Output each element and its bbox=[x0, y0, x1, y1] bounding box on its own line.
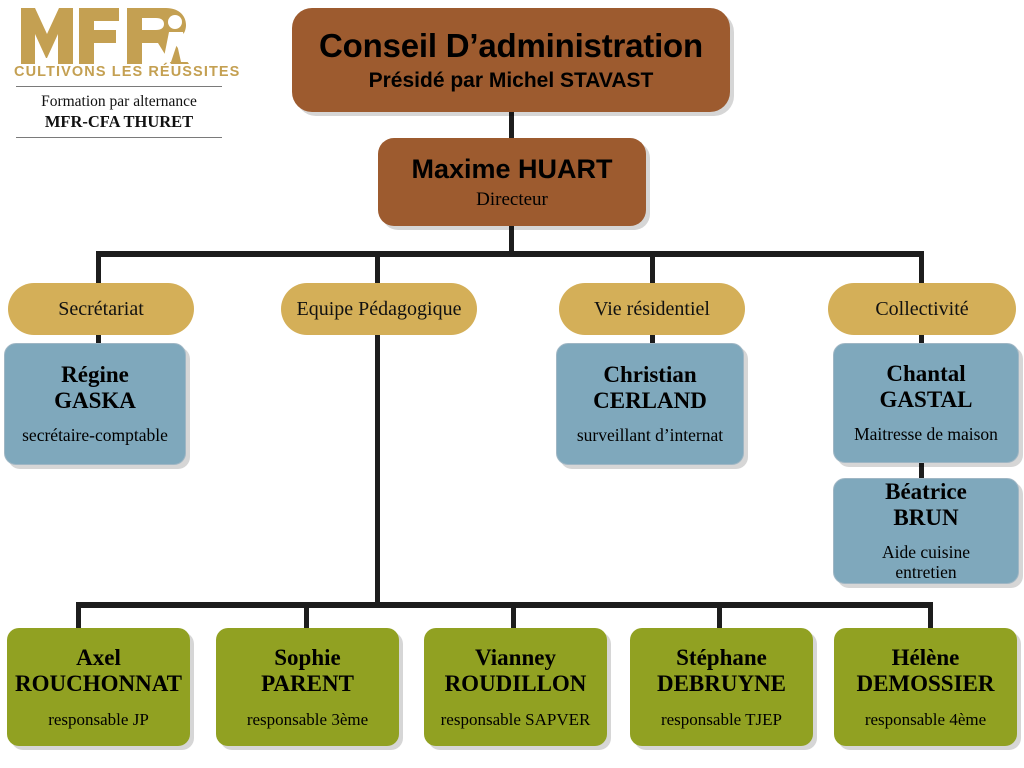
staff-role-line1-brun: Aide cuisine bbox=[882, 541, 970, 562]
connector-director-to-bus bbox=[509, 226, 514, 254]
teacher-name-line1-debruyne: Stéphane bbox=[676, 645, 767, 671]
connector-drop-debruyne bbox=[717, 602, 722, 630]
node-department-collectivite[interactable]: Collectivité bbox=[828, 283, 1016, 335]
connector-pedagogique-vertical bbox=[375, 329, 380, 605]
connector-collectivite-to-gastal bbox=[919, 329, 924, 345]
staff-name-line1-cerland: Christian bbox=[603, 362, 697, 388]
node-conseil-administration[interactable]: Conseil D’administration Présidé par Mic… bbox=[292, 8, 730, 112]
teacher-name-line2-roudillon: ROUDILLON bbox=[444, 670, 587, 696]
mfr-wordmark-icon bbox=[21, 8, 189, 64]
department-label-vie-residentiel: Vie résidentiel bbox=[594, 297, 710, 320]
teacher-name-line1-parent: Sophie bbox=[274, 645, 341, 671]
staff-role-line2-brun: entretien bbox=[895, 561, 957, 582]
node-staff-gaska[interactable]: Régine GASKA secrétaire-comptable bbox=[4, 343, 186, 465]
node-directeur[interactable]: Maxime HUART Directeur bbox=[378, 138, 646, 226]
teacher-role-rouchonnat: responsable JP bbox=[48, 709, 149, 729]
node-department-vie-residentiel[interactable]: Vie résidentiel bbox=[559, 283, 745, 335]
logo-divider-bottom bbox=[16, 136, 222, 138]
staff-name-line2-gaska: GASKA bbox=[54, 388, 136, 414]
department-label-pedagogique: Equipe Pédagogique bbox=[296, 297, 462, 320]
connector-drop-rouchonnat bbox=[76, 602, 81, 630]
node-department-secretariat[interactable]: Secrétariat bbox=[8, 283, 194, 335]
node-staff-brun[interactable]: Béatrice BRUN Aide cuisine entretien bbox=[833, 478, 1019, 584]
director-name: Maxime HUART bbox=[411, 153, 613, 184]
teacher-name-line2-debruyne: DEBRUYNE bbox=[656, 670, 787, 696]
node-department-pedagogique[interactable]: Equipe Pédagogique bbox=[281, 283, 477, 335]
connector-drop-parent bbox=[304, 602, 309, 630]
staff-name-line2-brun: BRUN bbox=[893, 505, 959, 531]
logo-divider-top bbox=[16, 86, 222, 87]
department-label-secretariat: Secrétariat bbox=[58, 297, 144, 320]
mfr-logo: CULTIVONS LES RÉUSSITES Formation par al… bbox=[14, 6, 241, 138]
department-label-collectivite: Collectivité bbox=[875, 297, 969, 320]
node-teacher-rouchonnat[interactable]: Axel ROUCHONNAT responsable JP bbox=[7, 628, 190, 746]
staff-name-line2-gastal: GASTAL bbox=[879, 387, 973, 413]
teacher-role-debruyne: responsable TJEP bbox=[660, 709, 783, 729]
connector-teacher-bus bbox=[76, 602, 933, 608]
logo-subtitle-line1: Formation par alternance bbox=[41, 93, 197, 110]
connector-drop-collectivite bbox=[919, 251, 924, 285]
node-staff-gastal[interactable]: Chantal GASTAL Maitresse de maison bbox=[833, 343, 1019, 463]
node-teacher-roudillon[interactable]: Vianney ROUDILLON responsable SAPVER bbox=[424, 628, 607, 746]
connector-board-to-director bbox=[509, 112, 514, 138]
node-teacher-demossier[interactable]: Hélène DEMOSSIER responsable 4ème bbox=[834, 628, 1017, 746]
logo-tagline: CULTIVONS LES RÉUSSITES bbox=[14, 64, 241, 80]
connector-drop-vie-residentiel bbox=[650, 251, 655, 285]
teacher-role-roudillon: responsable SAPVER bbox=[440, 709, 591, 729]
connector-drop-demossier bbox=[928, 602, 933, 630]
connector-vie-to-cerland bbox=[650, 329, 655, 345]
staff-name-line2-cerland: CERLAND bbox=[593, 388, 707, 414]
teacher-name-line2-demossier: DEMOSSIER bbox=[856, 670, 995, 696]
board-title: Conseil D’administration bbox=[319, 26, 703, 64]
staff-name-line1-brun: Béatrice bbox=[885, 479, 967, 505]
node-teacher-parent[interactable]: Sophie PARENT responsable 3ème bbox=[216, 628, 399, 746]
connector-drop-pedagogique bbox=[375, 251, 380, 285]
teacher-role-demossier: responsable 4ème bbox=[864, 709, 987, 729]
teacher-name-line2-rouchonnat: ROUCHONNAT bbox=[15, 670, 182, 696]
staff-role-gastal: Maitresse de maison bbox=[854, 423, 998, 444]
staff-role-gaska: secrétaire-comptable bbox=[22, 424, 168, 445]
teacher-name-line1-demossier: Hélène bbox=[891, 645, 960, 671]
connector-drop-secretariat bbox=[96, 251, 101, 285]
node-staff-cerland[interactable]: Christian CERLAND surveillant d’internat bbox=[556, 343, 744, 465]
connector-gastal-to-brun bbox=[919, 462, 924, 480]
connector-secretariat-to-gaska bbox=[96, 329, 101, 345]
teacher-name-line1-rouchonnat: Axel bbox=[76, 645, 121, 671]
teacher-name-line2-parent: PARENT bbox=[261, 670, 354, 696]
node-teacher-debruyne[interactable]: Stéphane DEBRUYNE responsable TJEP bbox=[630, 628, 813, 746]
teacher-role-parent: responsable 3ème bbox=[246, 709, 369, 729]
board-subtitle: Présidé par Michel STAVAST bbox=[368, 68, 654, 92]
teacher-name-line1-roudillon: Vianney bbox=[475, 645, 556, 671]
connector-drop-roudillon bbox=[511, 602, 516, 630]
connector-department-bus bbox=[96, 251, 924, 257]
staff-name-line1-gaska: Régine bbox=[61, 362, 129, 388]
logo-subtitle-line2: MFR-CFA THURET bbox=[44, 112, 194, 132]
director-role: Directeur bbox=[476, 188, 548, 210]
staff-name-line1-gastal: Chantal bbox=[886, 361, 966, 387]
staff-role-cerland: surveillant d’internat bbox=[576, 424, 724, 445]
